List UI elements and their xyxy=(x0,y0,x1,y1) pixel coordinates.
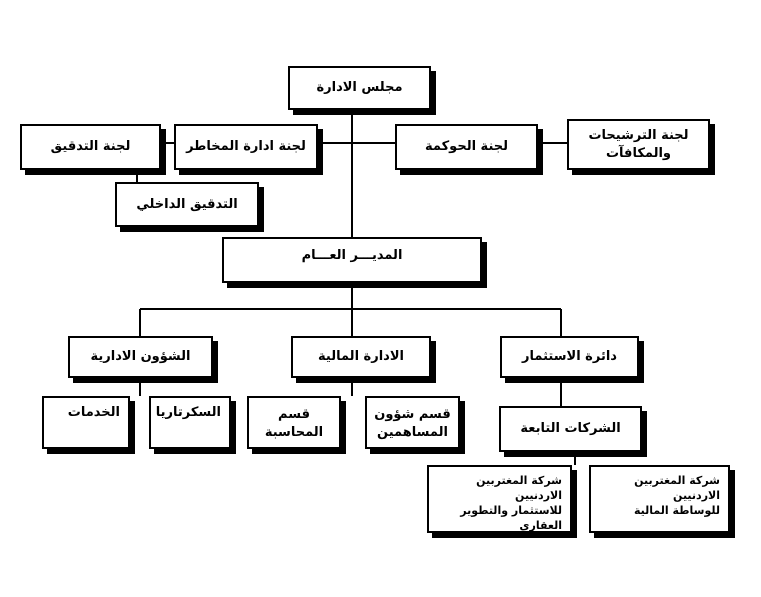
services-label: الخدمات xyxy=(67,405,120,420)
internal-audit-label: التدقيق الداخلي xyxy=(136,196,238,212)
accounting-label: قسم المحاسبة xyxy=(264,407,324,440)
governance-committee-box: لجنة الحوكمة xyxy=(395,124,538,170)
secretariat-label: السكرتاريا xyxy=(155,405,221,420)
realestate-company-box: شركة المغتربين الاردنيين للاستثمار والتط… xyxy=(427,465,572,533)
brokerage-company-label: شركة المغتربين الاردنيين للوساطة المالية xyxy=(633,474,720,517)
realestate-company-label: شركة المغتربين الاردنيين للاستثمار والتط… xyxy=(460,474,562,532)
admin-affairs-label: الشؤون الادارية xyxy=(90,349,191,364)
general-manager-label: المديـــر العـــام xyxy=(301,248,403,263)
risk-committee-label: لجنة ادارة المخاطر xyxy=(186,139,306,154)
services-box: الخدمات xyxy=(42,396,130,449)
board-box: مجلس الادارة xyxy=(288,66,431,110)
audit-committee-box: لجنة التدقيق xyxy=(20,124,161,170)
internal-audit-box: التدقيق الداخلي xyxy=(115,182,259,227)
subsidiaries-box: الشركات التابعة xyxy=(499,406,642,452)
investment-dept-box: دائرة الاستثمار xyxy=(500,336,639,378)
board-label: مجلس الادارة xyxy=(316,80,403,95)
finance-box: الادارة المالية xyxy=(291,336,431,378)
subsidiaries-label: الشركات التابعة xyxy=(520,421,621,436)
risk-committee-box: لجنة ادارة المخاطر xyxy=(174,124,318,170)
accounting-box: قسم المحاسبة xyxy=(247,396,341,449)
finance-label: الادارة المالية xyxy=(318,349,404,364)
nominations-committee-box: لجنة الترشيحات والمكافآت xyxy=(567,119,710,170)
audit-committee-label: لجنة التدقيق xyxy=(50,139,131,154)
governance-committee-label: لجنة الحوكمة xyxy=(425,139,508,154)
nominations-committee-label: لجنة الترشيحات والمكافآت xyxy=(588,127,689,161)
investment-dept-label: دائرة الاستثمار xyxy=(522,349,617,364)
secretariat-box: السكرتاريا xyxy=(149,396,231,449)
general-manager-box: المديـــر العـــام xyxy=(222,237,482,283)
admin-affairs-box: الشؤون الادارية xyxy=(68,336,213,378)
shareholders-label: قسم شؤون المساهمين xyxy=(374,407,451,440)
shareholders-box: قسم شؤون المساهمين xyxy=(365,396,460,449)
brokerage-company-box: شركة المغتربين الاردنيين للوساطة المالية xyxy=(589,465,730,533)
